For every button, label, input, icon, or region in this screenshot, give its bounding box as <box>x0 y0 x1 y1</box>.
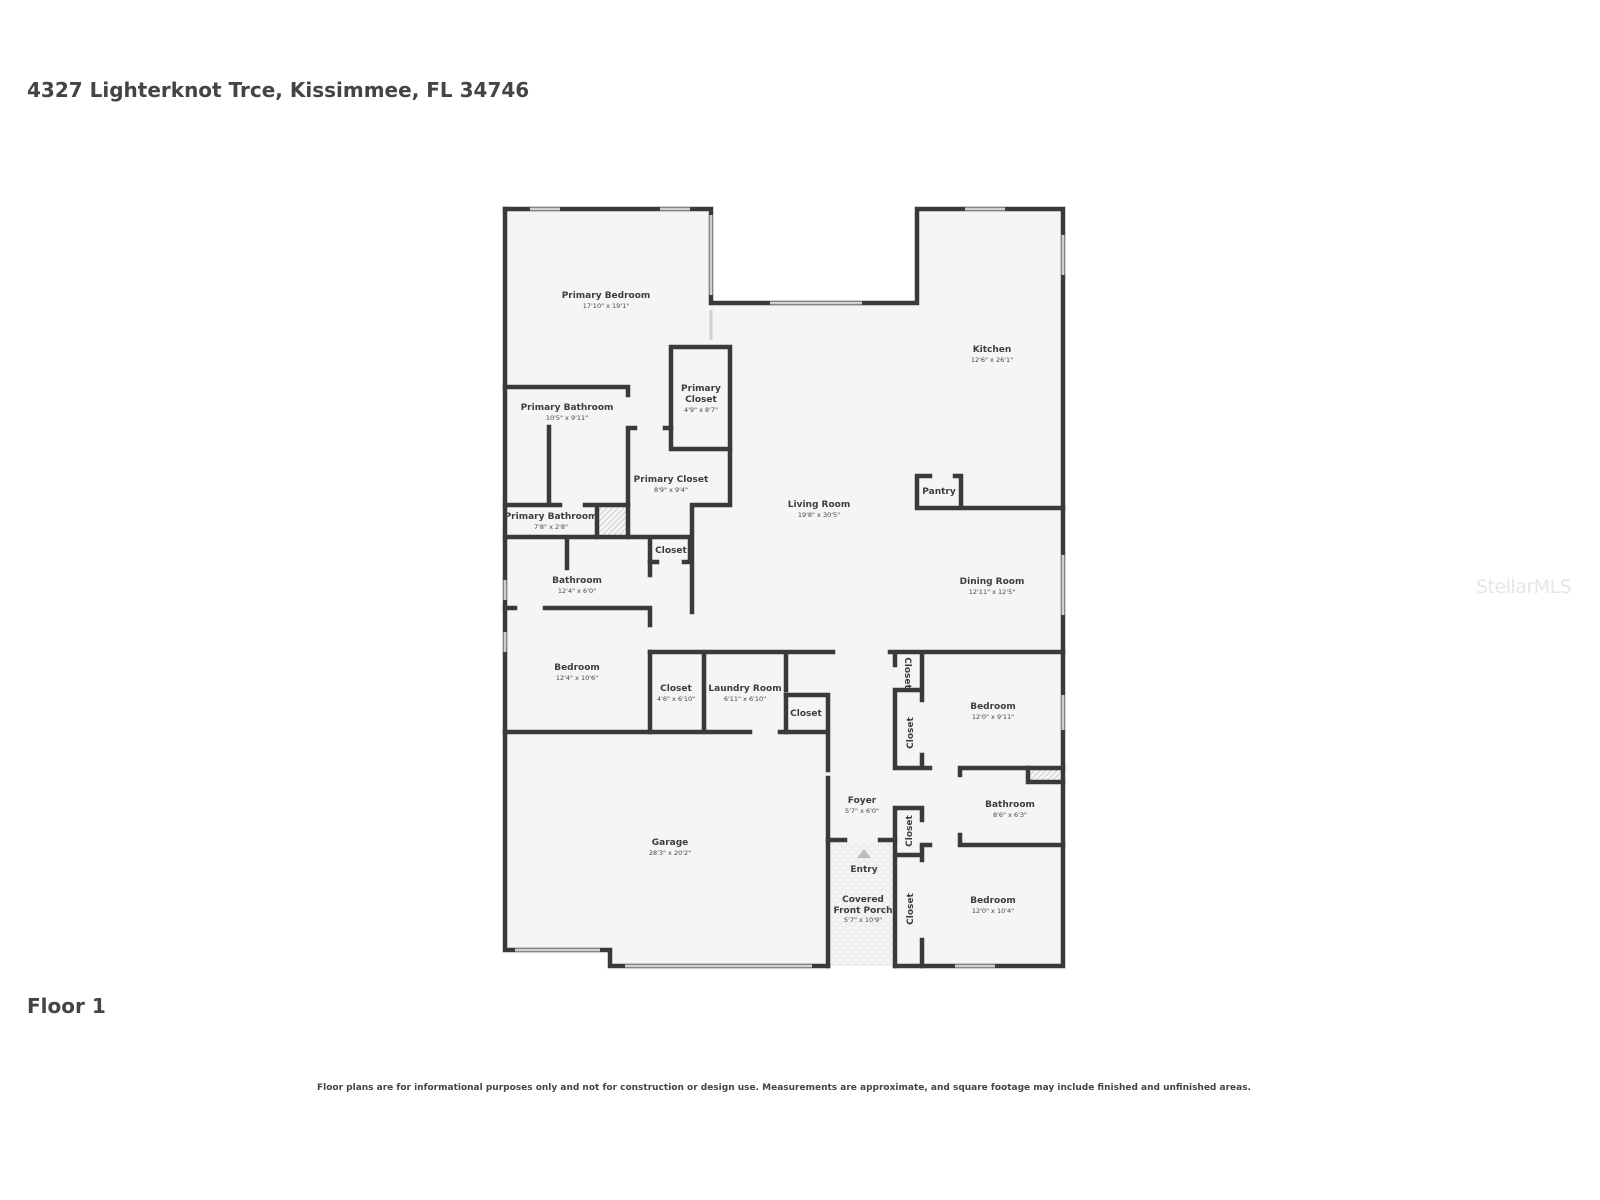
room-closet: Closet <box>905 814 915 846</box>
svg-text:12'0" x 9'11": 12'0" x 9'11" <box>972 713 1014 721</box>
svg-text:6'11" x 6'10": 6'11" x 6'10" <box>724 695 766 703</box>
svg-text:19'8" x 30'5": 19'8" x 30'5" <box>798 511 840 519</box>
svg-text:Closet: Closet <box>655 546 687 556</box>
svg-text:5'7" x 6'0": 5'7" x 6'0" <box>845 807 879 815</box>
svg-text:8'6" x 6'3": 8'6" x 6'3" <box>993 811 1027 819</box>
svg-text:Primary Bathroom: Primary Bathroom <box>505 512 598 522</box>
porch-tile <box>830 842 894 966</box>
svg-text:Closet: Closet <box>902 657 912 689</box>
svg-text:Closet: Closet <box>685 395 717 405</box>
svg-text:Entry: Entry <box>850 865 877 875</box>
room-closet: Closet <box>906 892 916 924</box>
property-address: 4327 Lighterknot Trce, Kissimmee, FL 347… <box>27 78 530 102</box>
svg-text:Closet: Closet <box>905 814 915 846</box>
svg-text:12'11" x 12'5": 12'11" x 12'5" <box>969 588 1015 596</box>
svg-text:Covered: Covered <box>842 895 884 905</box>
svg-text:8'9" x 9'4": 8'9" x 9'4" <box>654 486 688 494</box>
room-pantry: Pantry <box>922 487 956 497</box>
floor-area <box>505 209 1063 966</box>
svg-text:Bedroom: Bedroom <box>970 702 1016 712</box>
svg-text:12'0" x 10'4": 12'0" x 10'4" <box>972 907 1014 915</box>
svg-text:Closet: Closet <box>660 684 692 694</box>
disclaimer: Floor plans are for informational purpos… <box>317 1083 1251 1093</box>
svg-text:12'4" x 6'0": 12'4" x 6'0" <box>558 587 596 595</box>
svg-text:Closet: Closet <box>906 716 916 748</box>
svg-text:Laundry Room: Laundry Room <box>708 684 781 694</box>
svg-text:Bathroom: Bathroom <box>552 576 602 586</box>
svg-text:Pantry: Pantry <box>922 487 956 497</box>
svg-text:17'10" x 19'1": 17'10" x 19'1" <box>583 302 629 310</box>
svg-text:Primary Bathroom: Primary Bathroom <box>521 403 614 413</box>
svg-text:Kitchen: Kitchen <box>973 345 1012 355</box>
svg-text:Living Room: Living Room <box>788 500 850 510</box>
entry-arrow-icon <box>857 849 871 858</box>
svg-text:Bathroom: Bathroom <box>985 800 1035 810</box>
svg-text:4'6" x 6'10": 4'6" x 6'10" <box>657 695 695 703</box>
room-closet: Closet <box>902 657 912 689</box>
svg-text:4'9" x 8'7": 4'9" x 8'7" <box>684 406 718 414</box>
floor-label: Floor 1 <box>27 994 106 1018</box>
shower-hatch <box>598 507 627 536</box>
room-closet: Closet <box>655 546 687 556</box>
svg-text:Bedroom: Bedroom <box>554 663 600 673</box>
svg-text:Primary Bedroom: Primary Bedroom <box>562 291 651 301</box>
shower-hatch <box>1030 770 1062 782</box>
room-entry: Entry <box>850 865 877 875</box>
svg-text:Primary Closet: Primary Closet <box>634 475 709 485</box>
svg-text:7'8" x 2'8": 7'8" x 2'8" <box>534 523 568 531</box>
svg-text:Dining Room: Dining Room <box>960 577 1025 587</box>
svg-text:10'5" x 9'11": 10'5" x 9'11" <box>546 414 588 422</box>
svg-text:Primary: Primary <box>681 384 721 394</box>
svg-text:Closet: Closet <box>790 709 822 719</box>
room-closet: Closet <box>906 716 916 748</box>
watermark-logo: StellarMLS <box>1476 576 1572 598</box>
svg-text:28'3" x 20'2": 28'3" x 20'2" <box>649 849 691 857</box>
svg-text:Garage: Garage <box>652 838 689 848</box>
svg-text:5'7" x 10'9": 5'7" x 10'9" <box>844 916 882 924</box>
windows <box>503 207 1065 968</box>
room-closet: Closet <box>790 709 822 719</box>
svg-text:Closet: Closet <box>906 892 916 924</box>
svg-text:12'6" x 26'1": 12'6" x 26'1" <box>971 356 1013 364</box>
svg-text:Bedroom: Bedroom <box>970 896 1016 906</box>
svg-text:Front Porch: Front Porch <box>834 906 893 916</box>
svg-text:12'4" x 10'6": 12'4" x 10'6" <box>556 674 598 682</box>
svg-text:Foyer: Foyer <box>848 796 877 806</box>
